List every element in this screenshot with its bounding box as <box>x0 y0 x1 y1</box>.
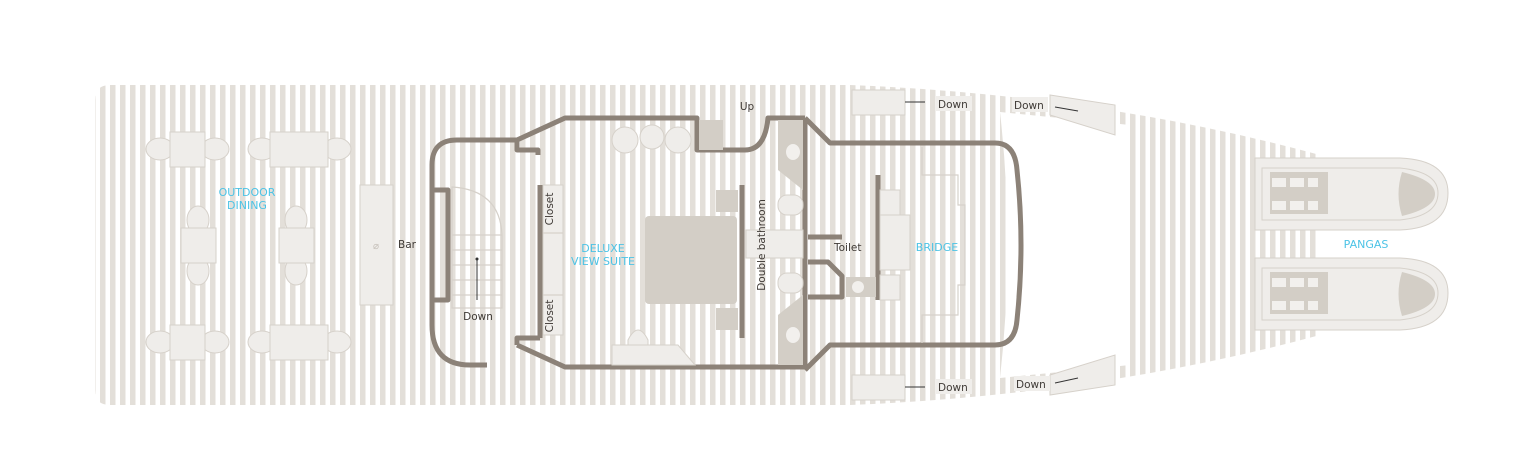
bridge-console <box>879 147 966 343</box>
cabin-stair-down-label: Down <box>463 311 493 323</box>
panga-boat-top <box>1254 157 1449 231</box>
exterior-stairs <box>851 89 1116 401</box>
bridge-label: BRIDGE <box>916 241 958 254</box>
table <box>145 324 230 361</box>
arrow-right-icon <box>1054 377 1079 384</box>
stair-down-label-bottom-left: Down <box>938 382 968 394</box>
table <box>145 131 230 168</box>
outdoor-dining-label: OUTDOOR <box>219 186 276 199</box>
outdoor-dining-label-2: DINING <box>227 199 267 212</box>
bar-counter <box>359 184 394 306</box>
stair-down-label-top-right: Down <box>1014 100 1044 112</box>
table <box>247 131 352 168</box>
bathroom-label: Double bathroom <box>756 199 768 291</box>
cabin-stair <box>451 186 503 309</box>
glass-icon: ⌀ <box>373 241 379 252</box>
stair-down-label-top-left: Down <box>938 99 968 111</box>
suite-label: DELUXE <box>581 242 625 255</box>
bed <box>645 216 737 304</box>
bar-label: Bar <box>398 239 417 251</box>
pangas-label: PANGAS <box>1344 238 1389 251</box>
bathroom-fixtures <box>745 120 876 365</box>
outdoor-dining-furniture <box>145 131 352 361</box>
suite-label-2: VIEW SUITE <box>571 255 635 268</box>
toilet-label: Toilet <box>833 242 861 254</box>
arrow-right-icon <box>1054 106 1079 112</box>
table <box>278 205 315 286</box>
table <box>180 205 217 286</box>
panga-boat-bottom <box>1254 257 1449 331</box>
closet-label-top: Closet <box>544 193 556 226</box>
stair-down-label-bottom-right: Down <box>1016 379 1046 391</box>
table <box>247 324 352 361</box>
suite-furniture <box>542 120 738 366</box>
cabin-walls <box>429 115 1024 372</box>
stair-up-label: Up <box>740 101 755 113</box>
closet-label-bottom: Closet <box>544 300 556 333</box>
